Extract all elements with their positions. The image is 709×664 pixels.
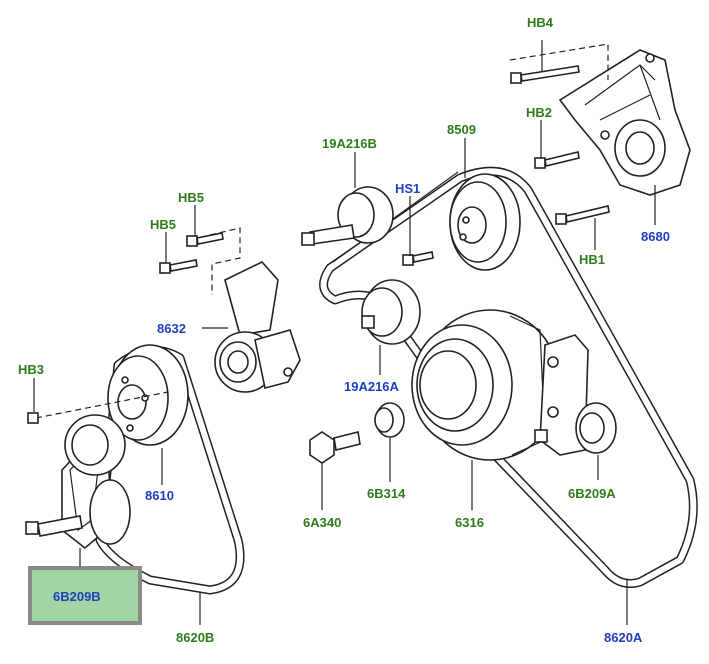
- bolt-hb5-top: [186, 232, 224, 247]
- leader-hb3-dash: [35, 391, 169, 419]
- bolt-hb4: [510, 65, 580, 84]
- label-hb5-bottom[interactable]: HB5: [150, 217, 176, 232]
- bracket-8680: [558, 49, 691, 196]
- label-19a216b[interactable]: 19A216B: [322, 136, 377, 151]
- label-6b209b[interactable]: 6B209B: [53, 589, 101, 604]
- label-hb2[interactable]: HB2: [526, 105, 552, 120]
- label-hb4[interactable]: HB4: [527, 15, 554, 30]
- idler-19a216a: [361, 279, 421, 345]
- leader-lines: [33, 40, 656, 625]
- label-6316[interactable]: 6316: [455, 515, 484, 530]
- label-6b314[interactable]: 6B314: [367, 486, 406, 501]
- label-8680[interactable]: 8680: [641, 229, 670, 244]
- label-6a340[interactable]: 6A340: [303, 515, 341, 530]
- leader-hb4-dash: [509, 43, 609, 80]
- bolt-hb5-bottom: [159, 259, 198, 274]
- label-8620b[interactable]: 8620B: [176, 630, 214, 645]
- highlight-box-6b209b: [28, 566, 142, 625]
- label-8610[interactable]: 8610: [145, 488, 174, 503]
- idler-19a216b: [301, 186, 394, 246]
- label-6b209a[interactable]: 6B209A: [568, 486, 616, 501]
- label-hb1[interactable]: HB1: [579, 252, 605, 267]
- label-hs1[interactable]: HS1: [395, 181, 420, 196]
- bolt-hb2: [534, 151, 580, 169]
- washer-6b314: [374, 402, 405, 438]
- tensioner-6b209a: [534, 334, 617, 456]
- label-19a216a[interactable]: 19A216A: [344, 379, 400, 394]
- label-hb3[interactable]: HB3: [18, 362, 44, 377]
- bolt-hb3: [27, 412, 39, 424]
- bolt-6a340: [309, 431, 361, 464]
- label-8509[interactable]: 8509: [447, 122, 476, 137]
- pulley-8509: [449, 173, 521, 271]
- bolt-hs1: [402, 251, 434, 266]
- label-hb5-top[interactable]: HB5: [178, 190, 204, 205]
- label-8632[interactable]: 8632: [157, 321, 186, 336]
- belt-8620a: [319, 166, 698, 588]
- tensioner-6b209b: [25, 414, 131, 550]
- tensioner-8632: [209, 227, 301, 393]
- label-8620a[interactable]: 8620A: [604, 630, 643, 645]
- bolt-hb1: [555, 205, 610, 225]
